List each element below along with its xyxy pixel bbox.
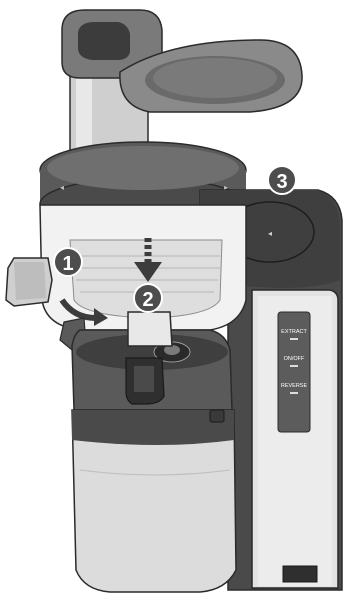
step-badge-2: 2 bbox=[134, 284, 162, 312]
lock-knob bbox=[210, 410, 224, 422]
step-2-number: 2 bbox=[142, 289, 153, 311]
svg-text:◂: ◂ bbox=[268, 229, 272, 238]
extract-label: EXTRACT bbox=[281, 329, 307, 335]
base-window bbox=[283, 566, 317, 582]
reverse-label: REVERSE bbox=[281, 383, 308, 389]
step-badge-3: 3 bbox=[268, 166, 296, 194]
on-off-label: ON/OFF bbox=[284, 356, 305, 362]
pulp-container bbox=[6, 258, 52, 306]
feed-chute-assembly bbox=[62, 10, 302, 150]
svg-text:◂: ◂ bbox=[60, 183, 64, 192]
step-3-number: 3 bbox=[276, 171, 287, 193]
step-1-number: 1 bbox=[62, 253, 73, 275]
step-badge-1: 1 bbox=[54, 248, 82, 276]
